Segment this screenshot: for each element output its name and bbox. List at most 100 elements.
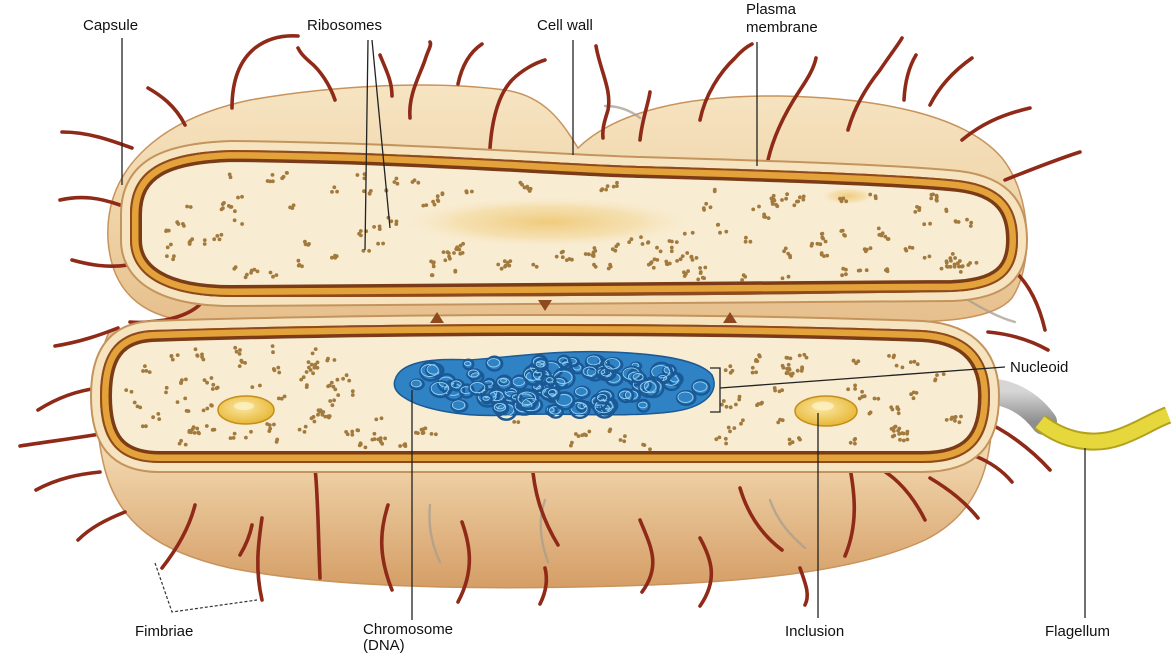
ribosome: [326, 384, 330, 388]
ribosome: [742, 273, 746, 277]
ribosome: [825, 254, 829, 258]
ribosome: [292, 203, 296, 207]
ribosome: [912, 396, 916, 400]
fimbria: [988, 332, 1048, 350]
ribosome: [800, 369, 804, 373]
ribosome: [333, 256, 337, 260]
ribosome: [816, 242, 820, 246]
ribosome: [724, 442, 728, 446]
ribosome: [898, 438, 902, 442]
ribosome: [679, 257, 683, 261]
ribosome: [853, 442, 857, 446]
ribosome: [305, 383, 309, 387]
ribosome: [561, 255, 565, 259]
ribosome: [884, 268, 888, 272]
ribosome: [739, 422, 743, 426]
ribosome: [570, 441, 574, 445]
ribosome: [901, 366, 905, 370]
ribosome: [431, 200, 435, 204]
ribosome: [695, 256, 699, 260]
ribosome: [725, 405, 729, 409]
ribosome: [130, 390, 134, 394]
ribosome: [722, 399, 726, 403]
ribosome: [619, 438, 623, 442]
ribosome: [297, 259, 301, 263]
ribosome: [754, 359, 758, 363]
ribosome: [238, 352, 242, 356]
ribosome: [313, 420, 317, 424]
ribosome: [277, 371, 281, 375]
ribosome: [209, 403, 213, 407]
ribosome: [954, 219, 958, 223]
ribosome: [757, 353, 761, 357]
ribosome: [189, 205, 193, 209]
ribosome: [330, 190, 334, 194]
ribosome: [737, 398, 741, 402]
ribosome: [916, 362, 920, 366]
ribosome: [587, 252, 591, 256]
ribosome: [313, 363, 317, 367]
ribosome: [453, 270, 457, 274]
ribosome: [151, 415, 155, 419]
ribosome: [218, 238, 222, 242]
ribosome: [810, 244, 814, 248]
ribosome: [740, 278, 744, 282]
ribosome: [535, 265, 539, 269]
ribosomes-label: Ribosomes: [307, 17, 382, 34]
ribosome: [940, 267, 944, 271]
ribosome: [203, 238, 207, 242]
ribosome: [211, 387, 215, 391]
ribosome: [681, 254, 685, 258]
ribosome: [709, 205, 713, 209]
ribosome: [271, 344, 275, 348]
ribosome: [411, 180, 415, 184]
chromosome-label-line2: (DNA): [363, 637, 405, 654]
ribosome: [364, 446, 368, 450]
ribosome: [356, 173, 360, 177]
ribosome: [378, 227, 382, 231]
ribosome: [767, 216, 771, 220]
ribosome: [333, 388, 337, 392]
ribosome: [892, 434, 896, 438]
ribosome: [188, 241, 192, 245]
ribosome: [714, 437, 718, 441]
ribosome: [179, 439, 183, 443]
ribosome: [591, 253, 595, 257]
ribosome: [858, 397, 862, 401]
ribosome: [788, 442, 792, 446]
ribosome: [133, 401, 137, 405]
ribosome: [250, 385, 254, 389]
ribosome: [953, 415, 957, 419]
ribosome: [332, 185, 336, 189]
ribosome: [607, 267, 611, 271]
ribosome: [686, 269, 690, 273]
ribosome: [724, 368, 728, 372]
ribosome: [395, 220, 399, 224]
ribosome: [346, 432, 350, 436]
ribosome: [957, 265, 961, 269]
inclusion-highlight: [234, 402, 254, 410]
ribosome: [298, 428, 302, 432]
ribosome: [222, 201, 226, 205]
ribosome: [189, 430, 193, 434]
ribosome: [300, 264, 304, 268]
ribosome: [846, 387, 850, 391]
ribosome: [923, 256, 927, 260]
ribosome: [156, 412, 160, 416]
ribosome: [448, 257, 452, 261]
ribosome: [975, 261, 979, 265]
nucleoid-label: Nucleoid: [1010, 359, 1068, 376]
ribosome: [249, 271, 253, 275]
ribosome: [314, 347, 318, 351]
ribosome: [341, 377, 345, 381]
ribosome: [416, 431, 420, 435]
ribosome: [840, 273, 844, 277]
ribosome: [682, 270, 686, 274]
ribosome: [187, 409, 191, 413]
ribosome: [860, 390, 864, 394]
ribosome: [376, 242, 380, 246]
ribosome: [164, 391, 168, 395]
ribosome: [526, 187, 530, 191]
ribosome: [852, 359, 856, 363]
ribosome: [275, 273, 279, 277]
